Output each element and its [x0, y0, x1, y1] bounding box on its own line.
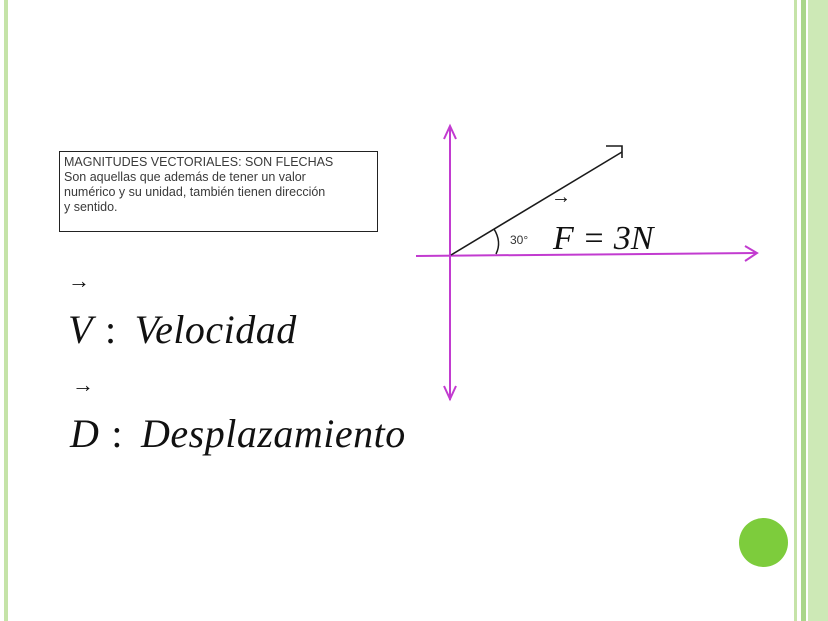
displacement-vector-arrow: →: [72, 372, 94, 397]
definition-line-1: Son aquellas que además de tener un valo…: [64, 170, 306, 184]
displacement-formula: D: Desplazamiento: [70, 410, 406, 457]
definition-textbox: MAGNITUDES VECTORIALES: SON FLECHAS Son …: [59, 151, 378, 232]
definition-line-2: numérico y su unidad, también tienen dir…: [64, 185, 326, 199]
velocity-symbol: V: [68, 307, 93, 352]
vertical-axis-down-arrowhead: [443, 385, 457, 402]
definition-title: MAGNITUDES VECTORIALES: SON FLECHAS: [64, 155, 334, 169]
velocity-word: Velocidad: [134, 307, 297, 352]
velocity-vector-arrow: →: [68, 268, 90, 293]
force-label-arrow: →: [551, 186, 571, 208]
displacement-symbol: D: [70, 411, 100, 456]
definition-line-3: y sentido.: [64, 200, 118, 214]
displacement-colon: :: [111, 411, 124, 456]
horizontal-axis: [415, 252, 758, 257]
angle-label: 30°: [510, 233, 528, 247]
right-decorative-bars: [794, 0, 828, 621]
force-label: F = 3N: [552, 220, 656, 257]
displacement-word: Desplazamiento: [141, 411, 406, 456]
velocity-colon: :: [104, 307, 117, 352]
velocity-formula: V: Velocidad: [68, 306, 297, 353]
horizontal-axis-arrowhead: [744, 245, 759, 262]
force-vector-line: [450, 151, 623, 256]
green-circle-decoration: [739, 518, 788, 567]
left-decorative-bar: [4, 0, 8, 621]
force-vector-arrowhead: [606, 145, 623, 158]
vertical-axis-up-arrowhead: [443, 123, 457, 140]
angle-arc: [493, 228, 500, 255]
